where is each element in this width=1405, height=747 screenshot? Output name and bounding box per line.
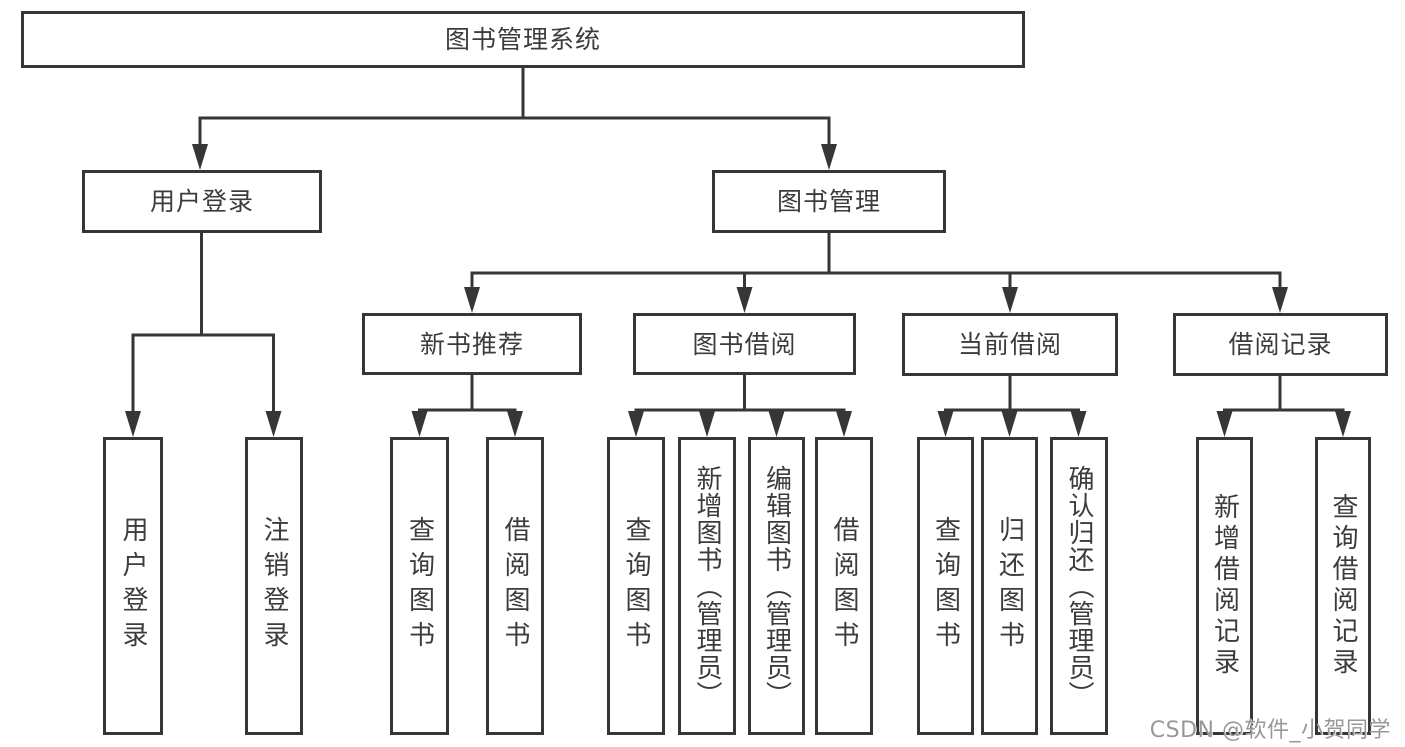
leaf-query-books-recommend-label: 查询图书: [404, 516, 435, 656]
leaf-query-books-borrow-label: 查询图书: [621, 516, 651, 656]
leaf-return-book-label: 归还图书: [994, 516, 1025, 656]
leaf-query-books-borrow: 查询图书: [607, 437, 665, 735]
csdn-watermark: CSDN @软件_小贺同学: [1149, 718, 1391, 743]
node-library-system: 图书管理系统: [21, 11, 1025, 68]
node-new-book-recommend: 新书推荐: [362, 313, 582, 375]
leaf-logout-label: 注销登录: [259, 516, 289, 656]
node-borrow-records-label: 借阅记录: [1228, 330, 1333, 359]
node-library-system-label: 图书管理系统: [444, 25, 601, 54]
leaf-query-borrow-record: 查询借阅记录: [1315, 437, 1371, 735]
leaf-edit-book-admin-label: 编辑图书（管理员）: [761, 464, 792, 708]
leaf-add-borrow-record-label: 新增借阅记录: [1209, 493, 1240, 679]
leaf-query-books-current: 查询图书: [917, 437, 974, 735]
node-current-borrow-label: 当前借阅: [957, 330, 1062, 359]
node-book-borrow-label: 图书借阅: [692, 329, 797, 359]
node-borrow-records: 借阅记录: [1173, 313, 1388, 376]
leaf-edit-book-admin: 编辑图书（管理员）: [748, 437, 805, 735]
node-book-management-label: 图书管理: [776, 187, 881, 216]
leaf-borrow-books-label: 借阅图书: [829, 516, 859, 656]
node-user-login: 用户登录: [82, 170, 322, 233]
leaf-confirm-return-admin-label: 确认归还（管理员）: [1064, 464, 1094, 708]
node-user-login-label: 用户登录: [149, 187, 254, 216]
node-current-borrow: 当前借阅: [902, 313, 1118, 376]
leaf-logout: 注销登录: [245, 437, 303, 735]
leaf-query-borrow-record-label: 查询借阅记录: [1328, 493, 1358, 679]
leaf-borrow-books-recommend: 借阅图书: [486, 437, 544, 735]
leaf-user-login: 用户登录: [103, 437, 163, 735]
leaf-borrow-books-recommend-label: 借阅图书: [500, 516, 530, 656]
leaf-return-book: 归还图书: [981, 437, 1038, 735]
node-book-borrow: 图书借阅: [633, 313, 856, 375]
leaf-add-borrow-record: 新增借阅记录: [1196, 437, 1253, 735]
node-new-book-recommend-label: 新书推荐: [419, 329, 524, 359]
leaf-query-books-recommend: 查询图书: [390, 437, 449, 735]
leaf-confirm-return-admin: 确认归还（管理员）: [1050, 437, 1108, 735]
leaf-add-book-admin-label: 新增图书（管理员）: [692, 464, 722, 708]
node-book-management: 图书管理: [712, 170, 946, 233]
leaf-borrow-books: 借阅图书: [815, 437, 873, 735]
leaf-query-books-current-label: 查询图书: [930, 516, 961, 656]
leaf-user-login-label: 用户登录: [118, 516, 148, 656]
leaf-add-book-admin: 新增图书（管理员）: [678, 437, 736, 735]
